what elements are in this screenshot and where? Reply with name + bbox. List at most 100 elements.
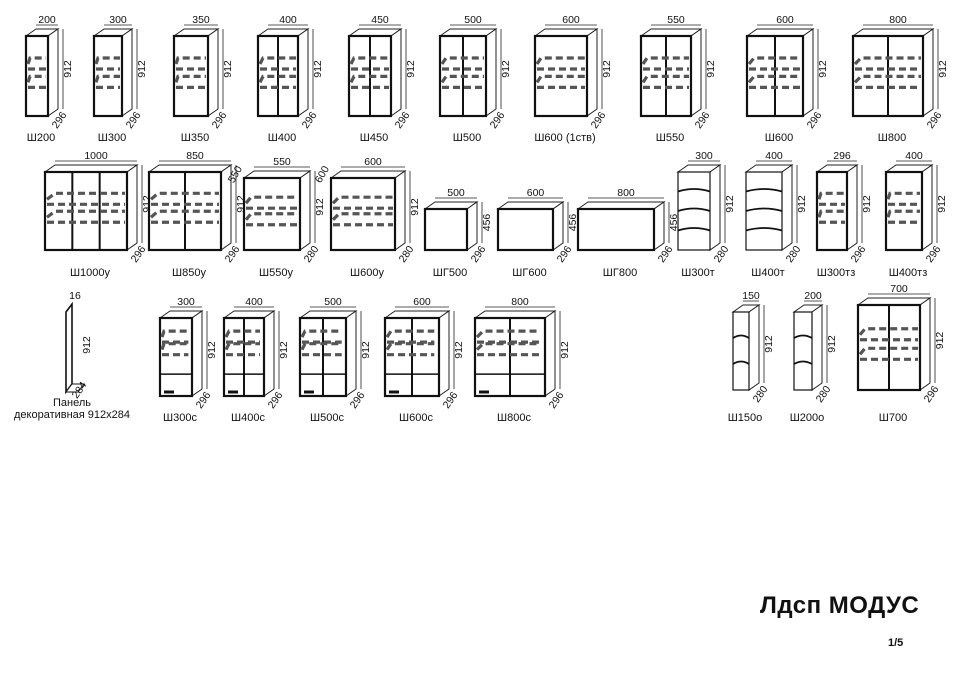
- side-face: [297, 28, 309, 117]
- width-dimension: 800: [889, 14, 907, 26]
- side-face: [47, 28, 59, 117]
- front-face: [576, 207, 656, 252]
- side-face: [345, 310, 357, 397]
- height-dimension: 912: [826, 335, 838, 353]
- panel-edge: [65, 383, 85, 393]
- height-dimension: 912: [500, 60, 512, 78]
- width-dimension: 550: [273, 156, 291, 168]
- height-dimension: 912: [136, 60, 148, 78]
- cabinet-label: Ш200: [27, 132, 55, 144]
- side-face: [191, 310, 203, 397]
- shelf-hidden-line: [641, 56, 689, 65]
- side-face: [922, 28, 934, 117]
- shelf-hidden-line: [886, 191, 920, 200]
- side-face: [544, 310, 556, 397]
- open-shelf: [745, 188, 783, 193]
- height-dimension: 912: [817, 60, 829, 78]
- width-dimension: 200: [38, 14, 56, 26]
- side-face: [802, 28, 814, 117]
- width-dimension: 296: [833, 150, 851, 162]
- open-shelf: [793, 334, 813, 339]
- side-face: [552, 201, 564, 251]
- cabinet-label: ШГ500: [433, 267, 467, 279]
- shelf-hidden-line: [535, 56, 585, 65]
- shelf-hidden-line: [258, 56, 296, 65]
- shelf-hidden-line: [160, 329, 189, 338]
- shelf-hidden-line: [747, 74, 801, 84]
- open-shelf: [793, 360, 813, 365]
- side-face: [690, 28, 702, 117]
- side-face: [811, 304, 823, 391]
- front-face: [793, 311, 813, 391]
- height-dimension: 912: [222, 60, 234, 78]
- shelf-hidden-line: [94, 74, 120, 83]
- height-dimension: 912: [559, 341, 571, 359]
- width-dimension: 600: [413, 296, 431, 308]
- height-dimension: 912: [934, 332, 946, 350]
- shelf-hidden-line: [26, 74, 46, 83]
- front-face: [496, 207, 555, 252]
- height-dimension: 912: [724, 195, 736, 213]
- panel-label-2: декоративная 912x284: [14, 409, 130, 421]
- height-dimension: 456: [668, 214, 680, 232]
- side-face: [263, 310, 275, 397]
- side-face: [207, 28, 219, 117]
- panel-front: [65, 301, 73, 395]
- cabinet-label: Ш300: [98, 132, 126, 144]
- width-dimension: 800: [617, 187, 635, 199]
- panel-label-1: Панель: [53, 397, 91, 409]
- cabinet-label: Ш600: [765, 132, 793, 144]
- height-dimension: 912: [409, 198, 421, 216]
- shelf-hidden-line: [475, 342, 540, 351]
- open-shelf: [677, 207, 711, 212]
- width-dimension: 600: [527, 187, 545, 199]
- side-face: [653, 201, 665, 251]
- side-face: [919, 297, 931, 391]
- cabinet-label: Ш500с: [310, 412, 344, 424]
- height-dimension: 912: [278, 341, 290, 359]
- shelf-hidden-line: [858, 346, 918, 356]
- height-dimension: 912: [360, 341, 372, 359]
- height-dimension: 912: [62, 60, 74, 78]
- width-dimension: 400: [245, 296, 263, 308]
- cabinet-label: Ш800с: [497, 412, 531, 424]
- height-dimension: 912: [312, 60, 324, 78]
- width-dimension: 600: [364, 156, 382, 168]
- shelf-hidden-line: [475, 329, 540, 339]
- cabinet-label: Ш1000у: [70, 267, 111, 279]
- width-dimension: 400: [905, 150, 923, 162]
- cabinet-label: ШГ800: [603, 267, 637, 279]
- panel-height: 912: [81, 336, 93, 354]
- width2-dimension: 600: [313, 164, 332, 185]
- cabinet-label: Ш550: [656, 132, 684, 144]
- shelf-hidden-line: [244, 212, 298, 221]
- cabinet-label: Ш700: [879, 412, 907, 424]
- shelf-hidden-line: [46, 209, 125, 219]
- width-dimension: 550: [667, 14, 685, 26]
- side-face: [390, 28, 402, 117]
- side-face: [394, 170, 406, 251]
- cabinet-label: Ш300с: [163, 412, 197, 424]
- cabinet-label: Ш500: [453, 132, 481, 144]
- shelf-hidden-line: [858, 327, 918, 336]
- cabinet-label: Ш400с: [231, 412, 265, 424]
- side-face: [921, 164, 933, 251]
- shelf-hidden-line: [817, 191, 845, 200]
- cabinet-label: Ш850у: [172, 267, 206, 279]
- shelf-hidden-line: [853, 74, 921, 84]
- open-shelf: [677, 188, 711, 193]
- width-dimension: 400: [279, 14, 297, 26]
